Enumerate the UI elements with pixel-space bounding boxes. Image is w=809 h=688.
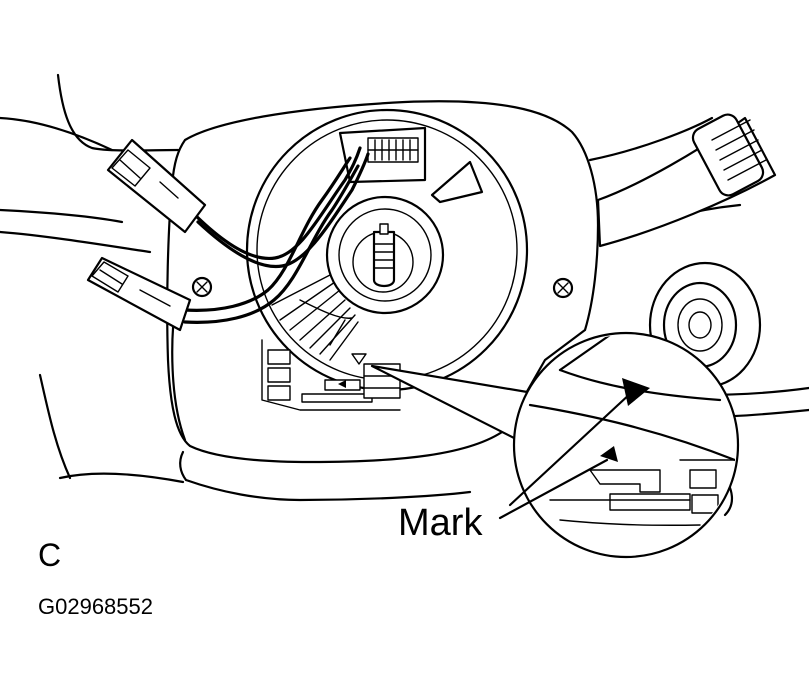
- mark-leader-lines: [498, 390, 634, 520]
- magnified-mark-upper-icon: [622, 378, 650, 406]
- wire-harness-lower: [183, 156, 360, 324]
- magnified-detail: [512, 331, 740, 559]
- left-screw-icon: [191, 276, 213, 298]
- alignment-mark-upper-icon: [351, 353, 367, 365]
- combination-switch-stalk: [596, 113, 777, 248]
- upper-connector-plug: [106, 138, 207, 234]
- spiral-cable: [245, 108, 529, 392]
- mark-label: Mark: [398, 502, 483, 544]
- alignment-mark-lower-icon: [338, 380, 346, 388]
- magnified-mark-lower-icon: [600, 446, 618, 462]
- right-screw-icon: [552, 277, 574, 299]
- lower-connector-plug: [86, 256, 192, 332]
- view-letter: C: [38, 537, 61, 573]
- figure-id: G02968552: [38, 594, 153, 619]
- ignition-key-cylinder: [648, 261, 762, 389]
